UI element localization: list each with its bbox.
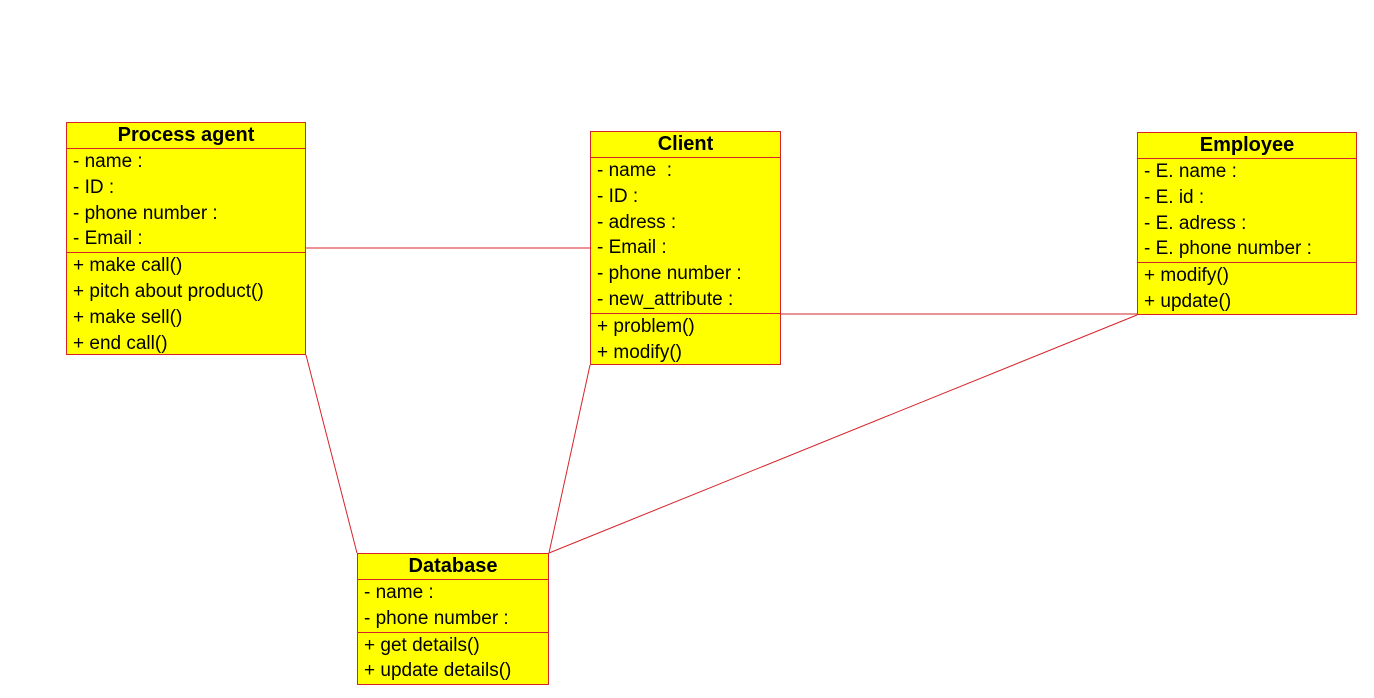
attribute: - Email : — [73, 228, 143, 250]
attribute: - name : — [73, 151, 143, 172]
operation: + update() — [1144, 290, 1232, 312]
operation: + problem() — [597, 315, 695, 337]
attribute: - name : — [597, 160, 672, 181]
class-name: Client — [591, 132, 780, 158]
attribute: - name : — [364, 582, 434, 603]
attribute: - Email : — [597, 237, 667, 259]
operation: + get details() — [364, 634, 480, 656]
operation: + end call() — [73, 332, 168, 354]
attribute: - E. id : — [1144, 186, 1205, 208]
attribute: - ID : — [73, 176, 115, 198]
association-employee-database — [548, 314, 1138, 554]
attribute: - E. name : — [1144, 161, 1237, 182]
association-client-database — [548, 364, 591, 554]
class-employee[interactable]: Employee - E. name : - E. id : - E. adre… — [1137, 132, 1357, 315]
operation-compartment: + problem() + modify() — [591, 314, 780, 366]
operation: + update details() — [364, 660, 512, 682]
attribute-compartment: - name : - phone number : — [358, 580, 548, 633]
attribute: - phone number : — [597, 263, 742, 285]
operation: + pitch about product() — [73, 280, 264, 302]
operation: + modify() — [597, 341, 682, 363]
attribute: - E. adress : — [1144, 212, 1247, 234]
attribute: - adress : — [597, 211, 677, 233]
class-database[interactable]: Database - name : - phone number : + get… — [357, 553, 549, 685]
operation: + modify() — [1144, 265, 1229, 287]
operation-compartment: + get details() + update details() — [358, 633, 548, 685]
class-name: Process agent — [67, 123, 305, 149]
attribute: - E. phone number : — [1144, 238, 1312, 260]
attribute: - phone number : — [73, 202, 218, 224]
class-process-agent[interactable]: Process agent - name : - ID : - phone nu… — [66, 122, 306, 355]
attribute: - phone number : — [364, 607, 509, 629]
attribute-compartment: - E. name : - E. id : - E. adress : - E.… — [1138, 159, 1356, 264]
class-name: Database — [358, 554, 548, 580]
operation-compartment: + make call() + pitch about product() + … — [67, 253, 305, 356]
class-name: Employee — [1138, 133, 1356, 159]
operation-compartment: + modify() + update() — [1138, 263, 1356, 315]
attribute-compartment: - name : - ID : - adress : - Email : - p… — [591, 158, 780, 314]
attribute: - ID : — [597, 185, 639, 207]
class-client[interactable]: Client - name : - ID : - adress : - Emai… — [590, 131, 781, 365]
attribute-compartment: - name : - ID : - phone number : - Email… — [67, 149, 305, 254]
association-process-agent-database — [305, 354, 358, 554]
operation: + make sell() — [73, 306, 183, 328]
attribute: - new_attribute : — [597, 288, 734, 310]
operation: + make call() — [73, 255, 183, 277]
